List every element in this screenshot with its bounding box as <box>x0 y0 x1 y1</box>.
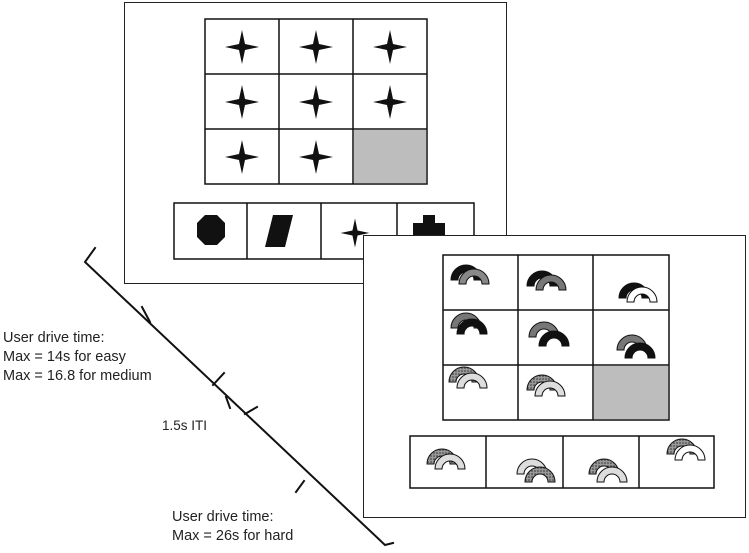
max-hard: Max = 26s for hard <box>172 528 294 544</box>
missing-cell <box>354 130 426 183</box>
option-parallelogram[interactable] <box>265 215 293 247</box>
iti-label: 1.5s ITI <box>162 418 208 433</box>
hard-trial-figure <box>409 254 715 489</box>
drive-time-easy-medium-label: User drive time: Max = 14s for easy Max … <box>3 329 152 386</box>
option-octagon[interactable] <box>197 215 225 245</box>
timeline-axis <box>83 246 395 547</box>
max-easy: Max = 14s for easy <box>3 349 126 365</box>
hard-trial-panel <box>363 235 746 518</box>
drive-time-hard-label: User drive time: Max = 26s for hard <box>172 508 293 546</box>
drive-time-title: User drive time: <box>3 330 105 346</box>
drive-time-title-hard: User drive time: <box>172 509 274 525</box>
missing-cell <box>594 366 668 419</box>
max-medium: Max = 16.8 for medium <box>3 368 152 384</box>
